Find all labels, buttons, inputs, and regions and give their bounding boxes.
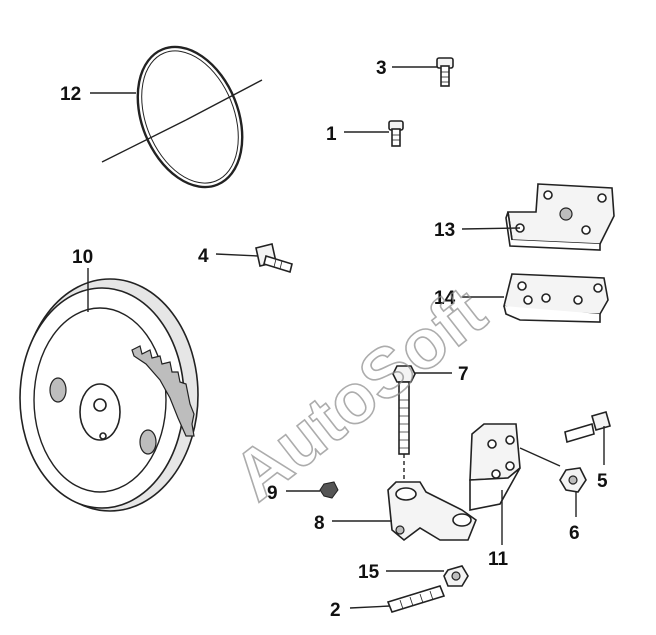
callout-15: 15 <box>358 562 380 583</box>
part-8-support-arm <box>387 481 477 542</box>
callout-labels: 12 3 1 4 10 13 14 7 5 6 11 9 8 15 2 <box>60 58 608 621</box>
part-2-stud <box>386 585 446 613</box>
leader-lines <box>87 66 605 609</box>
callout-9: 9 <box>267 483 278 504</box>
callout-11: 11 <box>488 549 509 570</box>
callout-12: 12 <box>60 84 81 105</box>
callout-14: 14 <box>434 288 456 309</box>
part-6-nut <box>559 467 587 493</box>
part-5-bolt <box>564 411 611 444</box>
callout-10: 10 <box>72 247 93 268</box>
part-13-bracket-plate <box>505 183 615 251</box>
callout-7: 7 <box>458 364 469 385</box>
part-12-seal-ring <box>101 45 263 189</box>
callout-5: 5 <box>597 471 608 492</box>
callout-6: 6 <box>569 523 580 544</box>
callout-13: 13 <box>434 220 455 241</box>
callout-2: 2 <box>330 600 341 621</box>
callout-3: 3 <box>376 58 387 79</box>
part-4-stud <box>255 243 293 274</box>
part-3-bolt <box>436 57 454 87</box>
callout-1: 1 <box>326 124 337 145</box>
part-15-nut <box>443 565 469 587</box>
part-9-nut <box>319 481 339 499</box>
watermark-text: AutoSoft <box>219 272 500 515</box>
part-14-bracket-plate <box>503 273 609 323</box>
callout-4: 4 <box>198 246 209 267</box>
part-11-mount-bracket <box>469 423 561 511</box>
part-7-long-bolt <box>392 365 416 480</box>
part-10-gear <box>19 278 199 512</box>
part-1-bolt <box>388 120 404 147</box>
callout-8: 8 <box>314 513 325 534</box>
